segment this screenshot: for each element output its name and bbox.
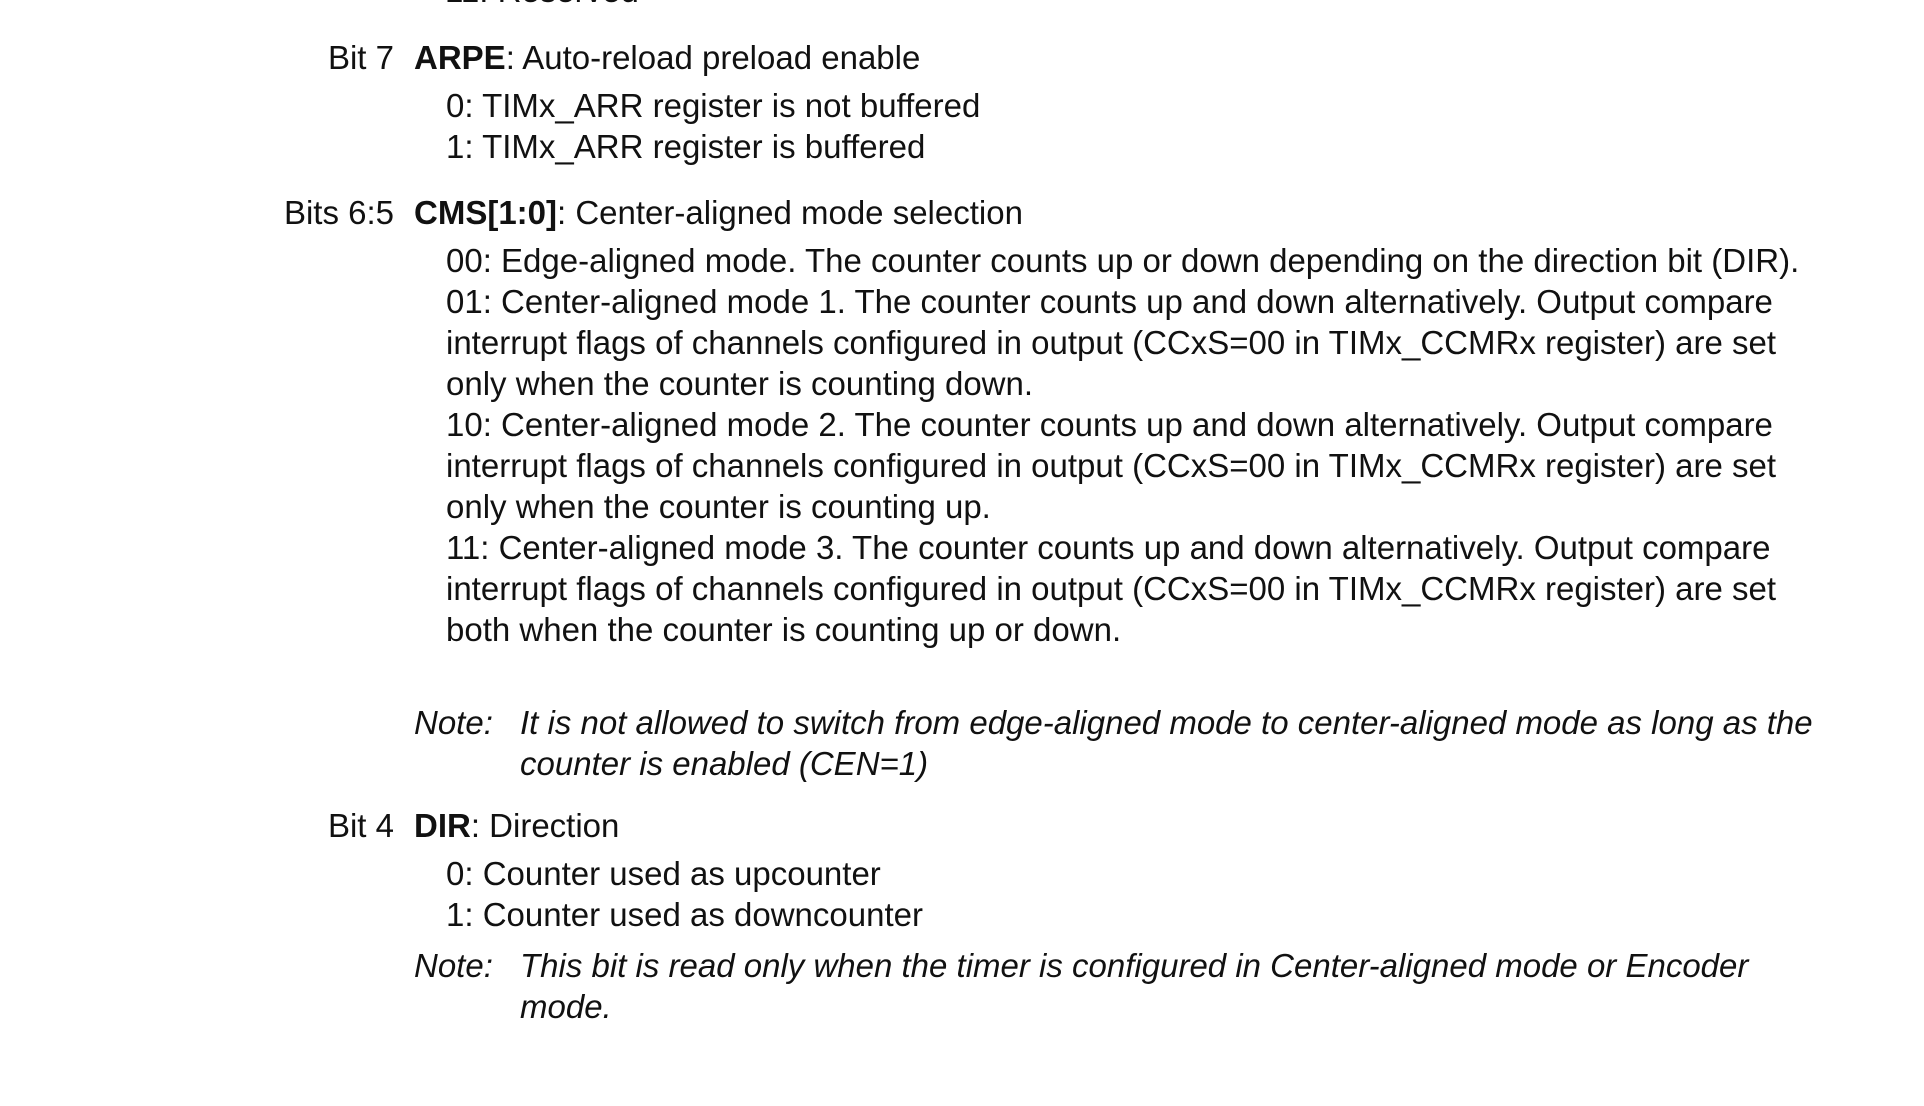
note-text-dir: This bit is read only when the timer is …	[520, 947, 1749, 1025]
option-cms-11: 11: Center-aligned mode 3. The counter c…	[446, 529, 1777, 648]
field-desc-cms: : Center-aligned mode selection	[557, 194, 1023, 231]
option-cms-00: 00: Edge-aligned mode. The counter count…	[446, 242, 1800, 279]
option-arpe-0: 0: TIMx_ARR register is not buffered	[446, 87, 981, 124]
option-arpe-1: 1: TIMx_ARR register is buffered	[446, 128, 926, 165]
field-heading-cms: CMS[1:0]: Center-aligned mode selection	[414, 192, 1023, 233]
option-cms-10: 10: Center-aligned mode 2. The counter c…	[446, 406, 1777, 525]
options-dir: 0: Counter used as upcounter 1: Counter …	[446, 853, 1826, 935]
note-label-dir: Note:	[414, 947, 493, 984]
option-cms-01: 01: Center-aligned mode 1. The counter c…	[446, 283, 1777, 402]
bit-label-dir: Bit 4	[327, 807, 394, 844]
reserved-option-cut: 11: Reserved	[445, 0, 639, 11]
field-name-arpe: ARPE	[414, 39, 506, 76]
note-text-cms: It is not allowed to switch from edge-al…	[520, 704, 1813, 782]
field-desc-dir: : Direction	[470, 807, 620, 844]
note-cms: Note: It is not allowed to switch from e…	[414, 702, 1834, 784]
option-dir-1: 1: Counter used as downcounter	[446, 896, 923, 933]
field-desc-arpe: : Auto-reload preload enable	[505, 39, 921, 76]
bit-label-arpe: Bit 7	[327, 39, 394, 76]
note-label-cms: Note:	[414, 704, 493, 741]
field-heading-arpe: ARPE: Auto-reload preload enable	[414, 37, 920, 78]
options-arpe: 0: TIMx_ARR register is not buffered 1: …	[446, 85, 1826, 167]
field-heading-dir: DIR: Direction	[414, 805, 619, 846]
field-name-dir: DIR	[414, 807, 471, 844]
bit-label-cms: Bits 6:5	[283, 194, 394, 231]
field-name-cms: CMS[1:0]	[414, 194, 558, 231]
option-dir-0: 0: Counter used as upcounter	[446, 855, 881, 892]
note-dir: Note: This bit is read only when the tim…	[414, 945, 1834, 1027]
options-cms: 00: Edge-aligned mode. The counter count…	[446, 240, 1826, 650]
